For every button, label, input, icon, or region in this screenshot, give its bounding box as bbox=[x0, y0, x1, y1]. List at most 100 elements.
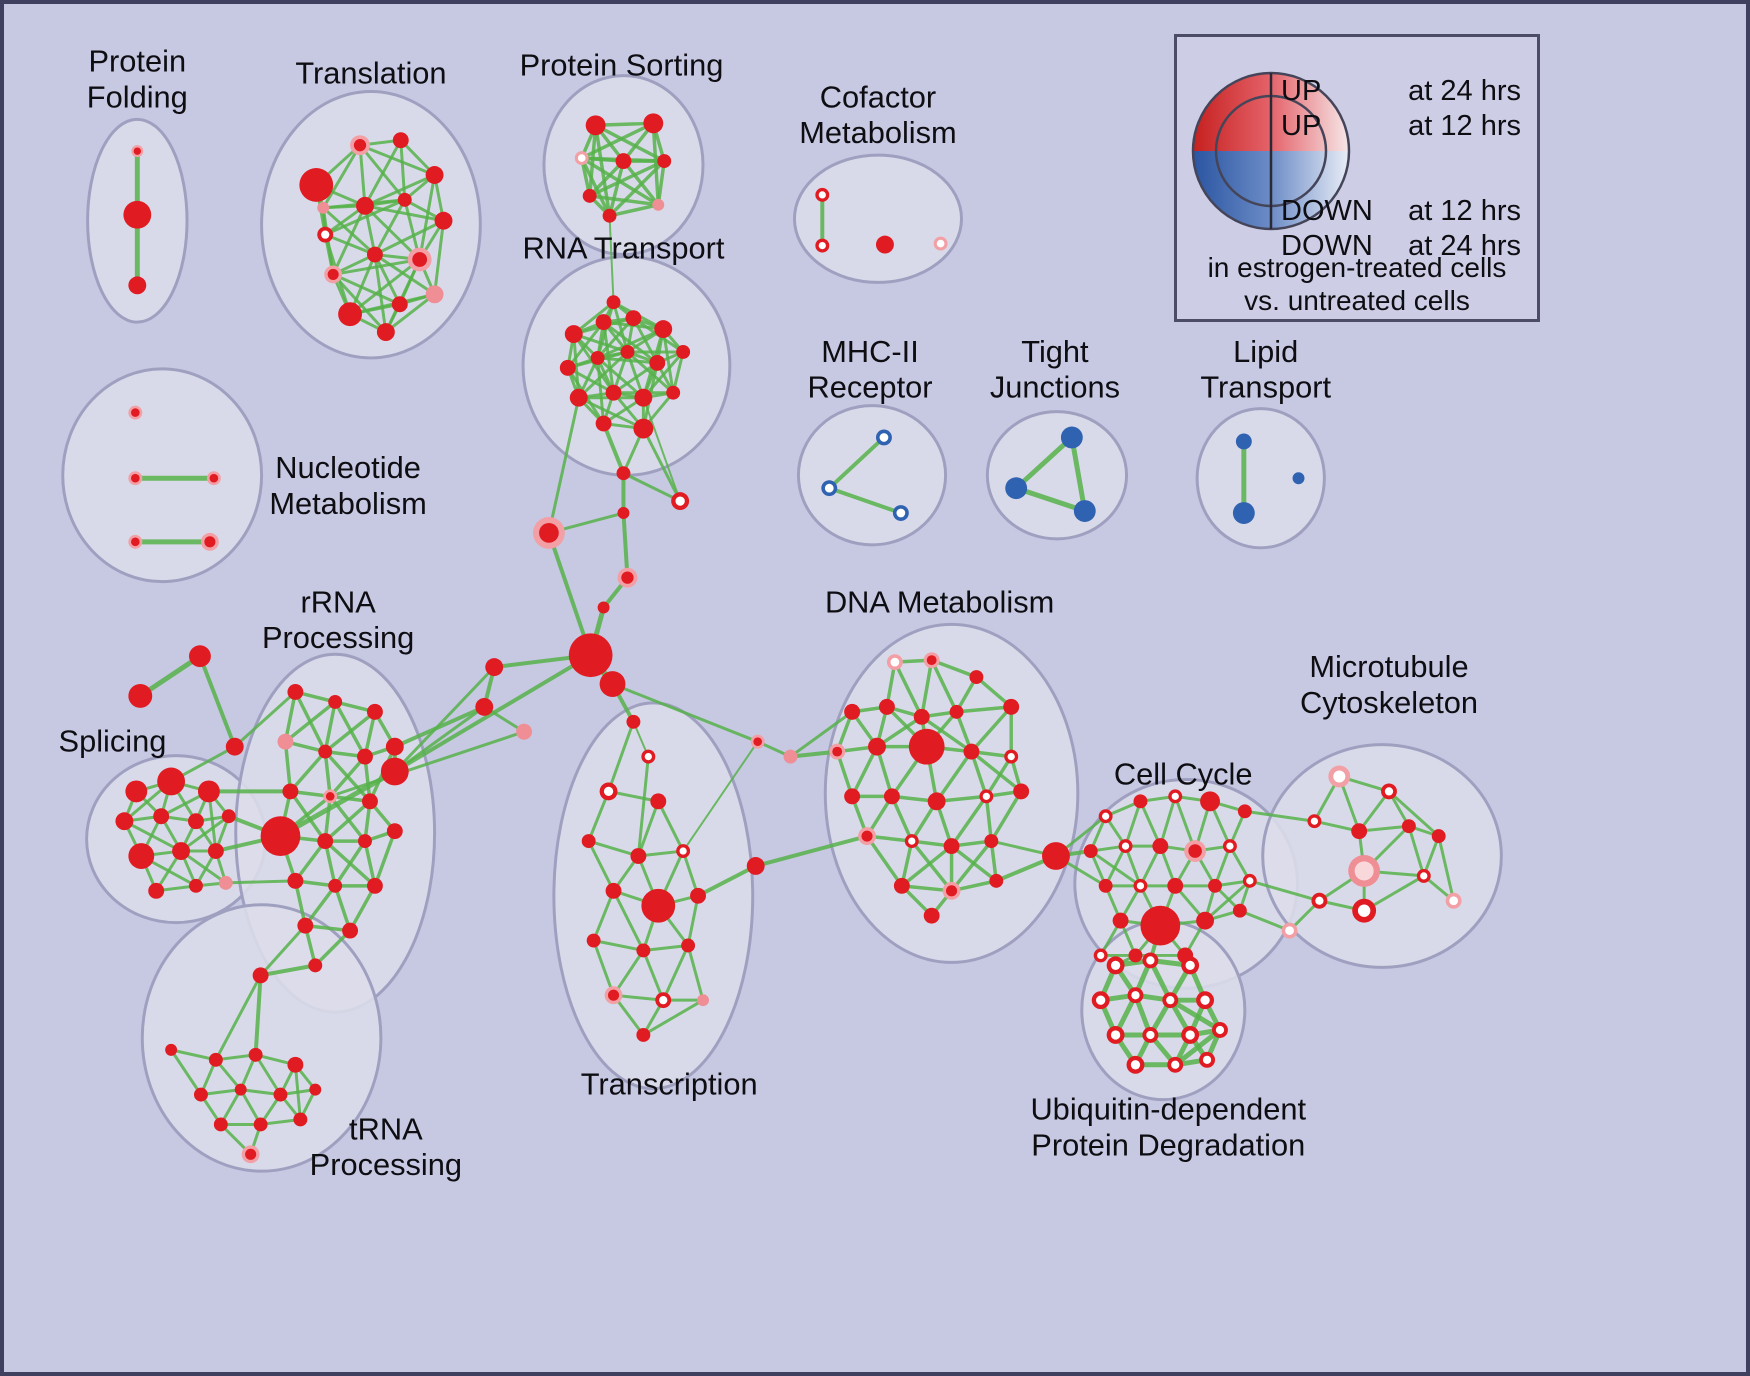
gene-node bbox=[559, 359, 576, 376]
gene-node-core bbox=[861, 830, 873, 842]
gene-node bbox=[356, 196, 374, 215]
network-edge bbox=[753, 834, 870, 868]
network-edge bbox=[612, 948, 645, 997]
gene-node bbox=[641, 888, 676, 923]
network-edge bbox=[283, 739, 293, 794]
network-edge bbox=[642, 396, 682, 503]
network-edge bbox=[179, 849, 228, 885]
gene-node bbox=[218, 875, 233, 890]
legend-caption-line2: vs. untreated cells bbox=[1244, 285, 1470, 316]
cluster-label-tr: Translation bbox=[295, 56, 446, 91]
network-edge bbox=[1248, 879, 1321, 903]
gene-node bbox=[844, 788, 861, 805]
network-edge bbox=[358, 143, 437, 177]
gene-node bbox=[188, 813, 204, 830]
gene-node bbox=[943, 838, 960, 855]
gene-node bbox=[1167, 877, 1184, 894]
network-edge bbox=[592, 889, 616, 943]
network-edge bbox=[949, 794, 989, 848]
gene-node bbox=[213, 1117, 228, 1132]
network-edge bbox=[984, 754, 1013, 799]
network-edge bbox=[1138, 799, 1162, 848]
gene-node bbox=[1237, 804, 1252, 819]
network-edge bbox=[313, 928, 352, 968]
gene-node-core bbox=[1096, 995, 1106, 1005]
network-edge bbox=[293, 839, 327, 883]
network-edge bbox=[984, 794, 994, 843]
network-edge bbox=[596, 327, 665, 360]
legend-down24-word: DOWN bbox=[1281, 230, 1373, 262]
gene-node-core bbox=[1166, 996, 1175, 1005]
gene-node-core bbox=[908, 837, 916, 845]
gene-node-core bbox=[1315, 896, 1324, 905]
network-edge bbox=[641, 944, 690, 952]
network-edge bbox=[969, 749, 1023, 794]
network-edge bbox=[608, 214, 615, 304]
gene-node-core bbox=[1171, 792, 1179, 800]
gene-node-core bbox=[1420, 872, 1428, 880]
network-edge bbox=[348, 258, 422, 316]
gene-node-core bbox=[1310, 817, 1319, 825]
gene-node bbox=[634, 388, 653, 407]
gene-node-core bbox=[327, 268, 339, 280]
network-edge bbox=[233, 690, 297, 749]
network-edge bbox=[934, 749, 974, 804]
gene-node bbox=[984, 834, 999, 849]
gene-node bbox=[590, 350, 605, 365]
legend-ring-glyph bbox=[1191, 71, 1351, 231]
gene-node bbox=[128, 843, 155, 869]
network-edge bbox=[1124, 799, 1142, 848]
network-edge bbox=[321, 206, 377, 257]
gene-node-core bbox=[926, 655, 937, 666]
gene-node-core bbox=[1110, 1030, 1121, 1040]
gene-node bbox=[328, 694, 343, 709]
gene-node bbox=[397, 192, 412, 207]
gene-node bbox=[969, 670, 984, 685]
gene-node-core bbox=[890, 657, 900, 667]
gene-node bbox=[309, 1083, 322, 1096]
network-edge bbox=[258, 963, 318, 978]
legend-up24-word: UP bbox=[1281, 75, 1322, 107]
network-edge bbox=[625, 350, 675, 395]
gene-node-core bbox=[603, 786, 614, 797]
gene-node bbox=[1232, 903, 1247, 918]
gene-node bbox=[128, 276, 147, 295]
gene-node bbox=[949, 704, 964, 719]
network-edge bbox=[1203, 879, 1252, 923]
network-edge bbox=[253, 973, 263, 1057]
gene-node bbox=[425, 285, 444, 304]
cluster-bubble-mh bbox=[796, 404, 948, 547]
network-edge bbox=[789, 710, 854, 759]
network-edge bbox=[303, 884, 337, 928]
legend-up12-time: at 12 hrs bbox=[1408, 110, 1521, 142]
cluster-bubble-nm bbox=[61, 367, 264, 584]
gene-node bbox=[875, 235, 894, 254]
legend-row-down-24: DOWN at 24 hrs bbox=[1281, 232, 1521, 261]
network-edge bbox=[363, 138, 403, 208]
gene-node bbox=[615, 153, 632, 170]
network-edge bbox=[283, 690, 298, 744]
gene-node bbox=[125, 780, 148, 803]
network-edge bbox=[587, 839, 640, 858]
cluster-label-dm: DNA Metabolism bbox=[825, 584, 1054, 619]
gene-node bbox=[666, 385, 681, 400]
cluster-bubble-mc bbox=[1261, 743, 1503, 969]
gene-node bbox=[989, 873, 1004, 888]
network-edge bbox=[363, 204, 446, 223]
network-edge bbox=[333, 839, 367, 888]
network-edge bbox=[607, 720, 635, 793]
cluster-label-sp: Splicing bbox=[59, 724, 167, 759]
network-edge bbox=[954, 705, 1013, 714]
network-edge bbox=[1437, 834, 1456, 903]
gene-node-core bbox=[982, 792, 990, 800]
cluster-label-ps: Protein Sorting bbox=[520, 48, 724, 83]
gene-node bbox=[287, 872, 304, 889]
gene-node bbox=[248, 1047, 263, 1062]
network-edge bbox=[612, 889, 645, 952]
network-edge bbox=[331, 272, 388, 334]
gene-node-core bbox=[1110, 960, 1121, 971]
